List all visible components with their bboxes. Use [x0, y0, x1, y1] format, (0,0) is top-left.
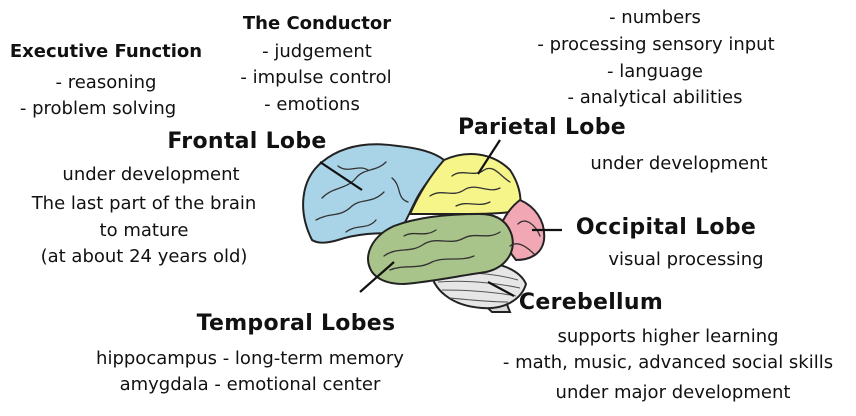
executive-function-item: - problem solving [19, 98, 177, 119]
parietal-list-item: - language [606, 61, 704, 82]
occipital-lobe-title: Occipital Lobe [575, 215, 757, 240]
temporal-lobes-title: Temporal Lobes [196, 311, 396, 336]
cerebellum-title: Cerebellum [518, 290, 664, 315]
parietal-lobe-title: Parietal Lobe [458, 115, 626, 140]
frontal-lobe-line: (at about 24 years old) [40, 246, 248, 267]
executive-function-title: Executive Function [9, 41, 203, 62]
temporal-pointer-line [359, 261, 395, 293]
occipital-lobe-line: visual processing [608, 249, 764, 270]
executive-function-item: - reasoning [55, 72, 157, 93]
frontal-pointer-line [319, 161, 363, 191]
pointer-lines [319, 139, 562, 297]
brain-folds [315, 161, 541, 271]
temporal-lobes-line: hippocampus - long-term memory [96, 348, 404, 369]
parietal-list-item: - processing sensory input [537, 34, 775, 55]
frontal-lobe-line: under development [62, 164, 240, 185]
conductor-item: - impulse control [240, 67, 392, 88]
frontal-lobe-line: The last part of the brain [31, 193, 257, 214]
cerebellum-pointer-line [487, 281, 515, 297]
parietal-lobe-line: under development [590, 153, 768, 174]
parietal-list-item: - numbers [609, 7, 701, 28]
cerebellum-line: supports higher learning [557, 326, 779, 347]
conductor-item: - judgement [262, 41, 372, 62]
parietal-pointer-line [477, 139, 501, 175]
frontal-lobe-title: Frontal Lobe [167, 129, 327, 154]
frontal-lobe-line: to mature [99, 220, 189, 241]
cerebellum-line: - math, music, advanced social skills [502, 352, 834, 373]
conductor-item: - emotions [264, 94, 360, 115]
temporal-lobes-line: amygdala - emotional center [119, 374, 381, 395]
conductor-title: The Conductor [242, 13, 392, 34]
cerebellum-line: under major development [555, 382, 791, 403]
parietal-list-item: - analytical abilities [567, 87, 743, 108]
